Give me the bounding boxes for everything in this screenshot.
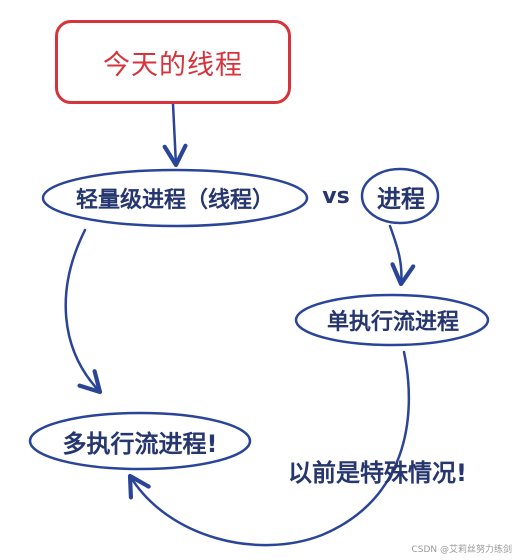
node-lightweight-process: 轻量级进程（线程） [75,188,274,213]
annotation-special-case: 以前是特殊情况! [288,458,467,487]
arrow-single-to-multi [127,350,411,547]
arrow-title-to-lightweight [162,102,188,168]
node-process: 进程 [377,184,425,213]
single-flow-outline [294,293,490,347]
vs-label: vs [322,183,350,209]
node-single-flow-process: 单执行流进程 [326,310,459,335]
multi-flow-outline [28,411,252,471]
title-box: 今天的线程 [55,20,291,104]
watermark: CSDN @艾莉丝努力练剑 [411,544,512,555]
process-outline [360,167,440,225]
title-text: 今天的线程 [103,49,243,81]
lightweight-process-outline [41,168,309,228]
node-multi-flow-process: 多执行流进程! [62,429,218,458]
arrow-process-to-single [388,224,416,287]
arrow-lightweight-to-multi [64,228,103,395]
